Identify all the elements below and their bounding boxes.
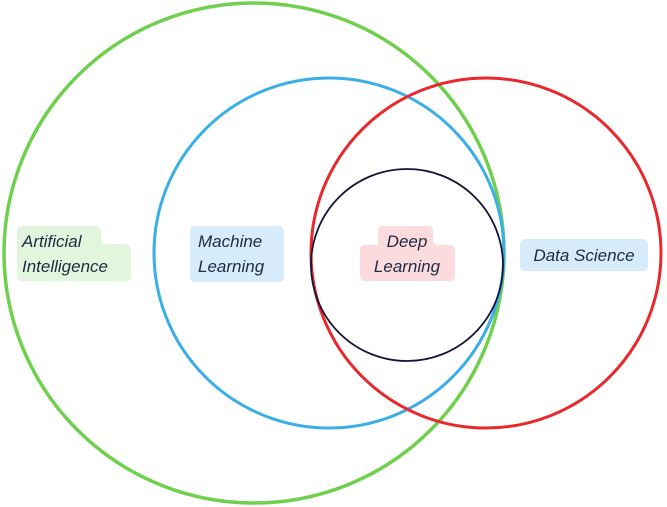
ml-label-bg <box>190 226 284 282</box>
ai-label-line-2: Intelligence <box>22 257 108 276</box>
dl-label: Deep Learning <box>360 226 455 281</box>
dl-circle <box>310 168 504 362</box>
ai-label: Artificial Intelligence <box>17 226 131 281</box>
ml-label-line-2: Learning <box>198 257 265 276</box>
ai-label-line-1: Artificial <box>21 232 83 251</box>
ds-label: Data Science <box>520 239 648 271</box>
dl-label-bg <box>360 226 455 281</box>
dl-label-line-2: Learning <box>374 257 441 276</box>
ml-label: Machine Learning <box>190 226 284 282</box>
dl-label-line-1: Deep <box>387 232 428 251</box>
ml-label-line-1: Machine <box>198 232 262 251</box>
ds-label-bg <box>520 239 648 271</box>
ml-circle <box>152 76 506 430</box>
ai-label-bg <box>17 226 131 281</box>
ds-label-line-1: Data Science <box>533 246 634 265</box>
